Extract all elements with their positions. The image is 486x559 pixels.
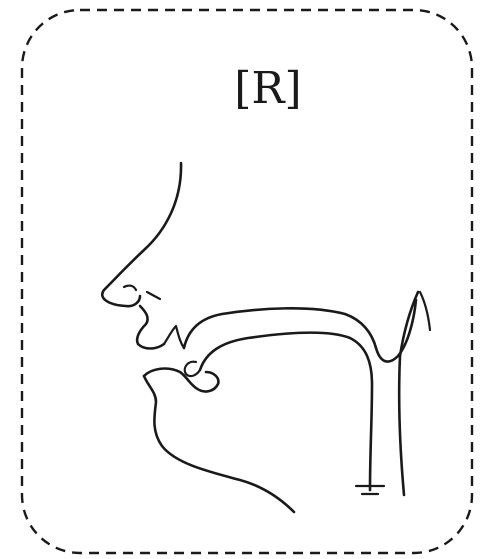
nostril-mark — [124, 286, 136, 290]
chin — [144, 376, 294, 512]
pharynx-wall — [399, 292, 418, 495]
phoneme-label: [R] — [234, 63, 301, 114]
neck-line — [420, 292, 430, 330]
nose-profile — [102, 163, 181, 306]
upper-lip — [137, 306, 164, 349]
nostril-dash — [147, 292, 160, 299]
lower-lip — [144, 369, 218, 392]
tongue — [200, 333, 372, 490]
tongue-tip — [185, 362, 200, 376]
hard-palate — [184, 308, 376, 348]
upper-teeth — [164, 326, 184, 348]
